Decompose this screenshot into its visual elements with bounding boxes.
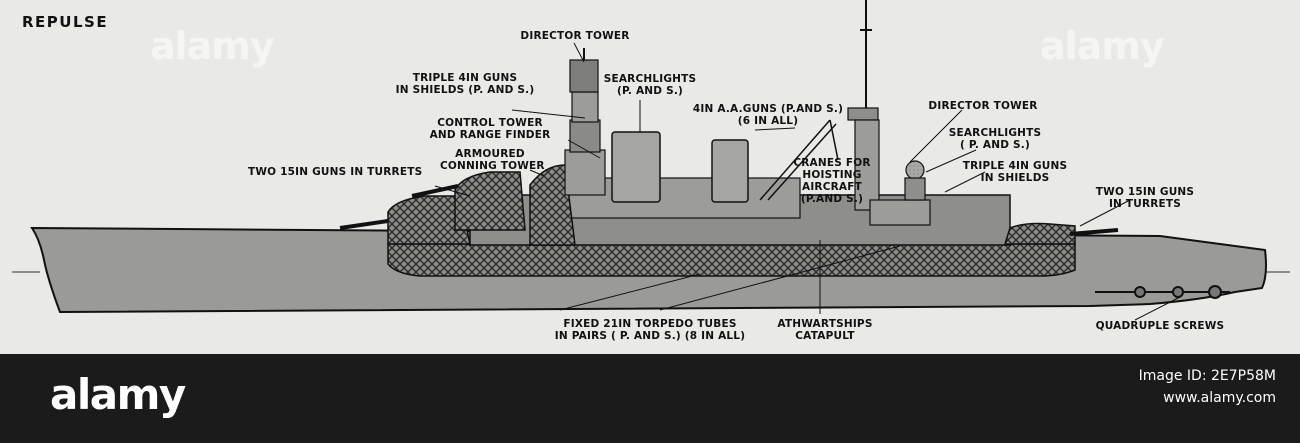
diagram-plate: REPULSE alamy alamy DIRECTOR TOWER TRIPL… xyxy=(0,0,1300,354)
diagram-title: REPULSE xyxy=(22,13,109,31)
label-triple-guns-fwd: TRIPLE 4IN GUNS IN SHIELDS (P. AND S.) xyxy=(395,72,535,96)
fore-turret-b xyxy=(454,171,526,231)
funnel-aft xyxy=(711,139,749,203)
label-cranes: CRANES FOR HOISTING AIRCRAFT (P.AND S.) xyxy=(793,157,871,205)
watermark-right: alamy xyxy=(1040,24,1165,68)
label-torpedo-tubes: FIXED 21IN TORPEDO TUBES IN PAIRS ( P. A… xyxy=(554,318,746,342)
fwd-director xyxy=(569,59,599,93)
footer-bar: alamy Image ID: 2E7P58M www.alamy.com xyxy=(0,354,1300,443)
armour-belt xyxy=(387,243,1076,277)
label-triple-guns-aft: TRIPLE 4IN GUNS IN SHIELDS xyxy=(962,160,1068,184)
site-url: www.alamy.com xyxy=(1163,390,1276,406)
watermark-left: alamy xyxy=(150,24,275,68)
aft-director xyxy=(905,160,925,180)
screws xyxy=(1095,285,1230,299)
label-director-tower-aft: DIRECTOR TOWER xyxy=(928,100,1038,112)
label-screws: QUADRUPLE SCREWS xyxy=(1095,320,1225,332)
label-searchlights-aft: SEARCHLIGHTS ( P. AND S.) xyxy=(948,127,1042,151)
label-two-15in-fwd: TWO 15IN GUNS IN TURRETS xyxy=(248,166,423,178)
main-mast xyxy=(860,0,872,110)
alamy-logo: alamy xyxy=(50,370,186,419)
leader-lines xyxy=(434,42,1181,321)
label-armoured-conning: ARMOURED CONNING TOWER xyxy=(440,148,545,172)
image-id: Image ID: 2E7P58M xyxy=(1138,368,1276,384)
aft-turret xyxy=(1003,222,1076,245)
label-two-15in-aft: TWO 15IN GUNS IN TURRETS xyxy=(1095,186,1195,210)
ship-drawing xyxy=(12,0,1290,321)
fore-turret-a xyxy=(387,195,471,245)
label-director-tower-fwd: DIRECTOR TOWER xyxy=(520,30,630,42)
label-aa-guns: 4IN A.A.GUNS (P.AND S.) (6 IN ALL) xyxy=(692,103,844,127)
label-catapult: ATHWARTSHIPS CATAPULT xyxy=(777,318,873,342)
funnel-fore xyxy=(611,131,661,203)
label-searchlights-fwd: SEARCHLIGHTS (P. AND S.) xyxy=(603,73,697,97)
label-control-tower: CONTROL TOWER AND RANGE FINDER xyxy=(429,117,551,141)
crane xyxy=(759,119,839,201)
